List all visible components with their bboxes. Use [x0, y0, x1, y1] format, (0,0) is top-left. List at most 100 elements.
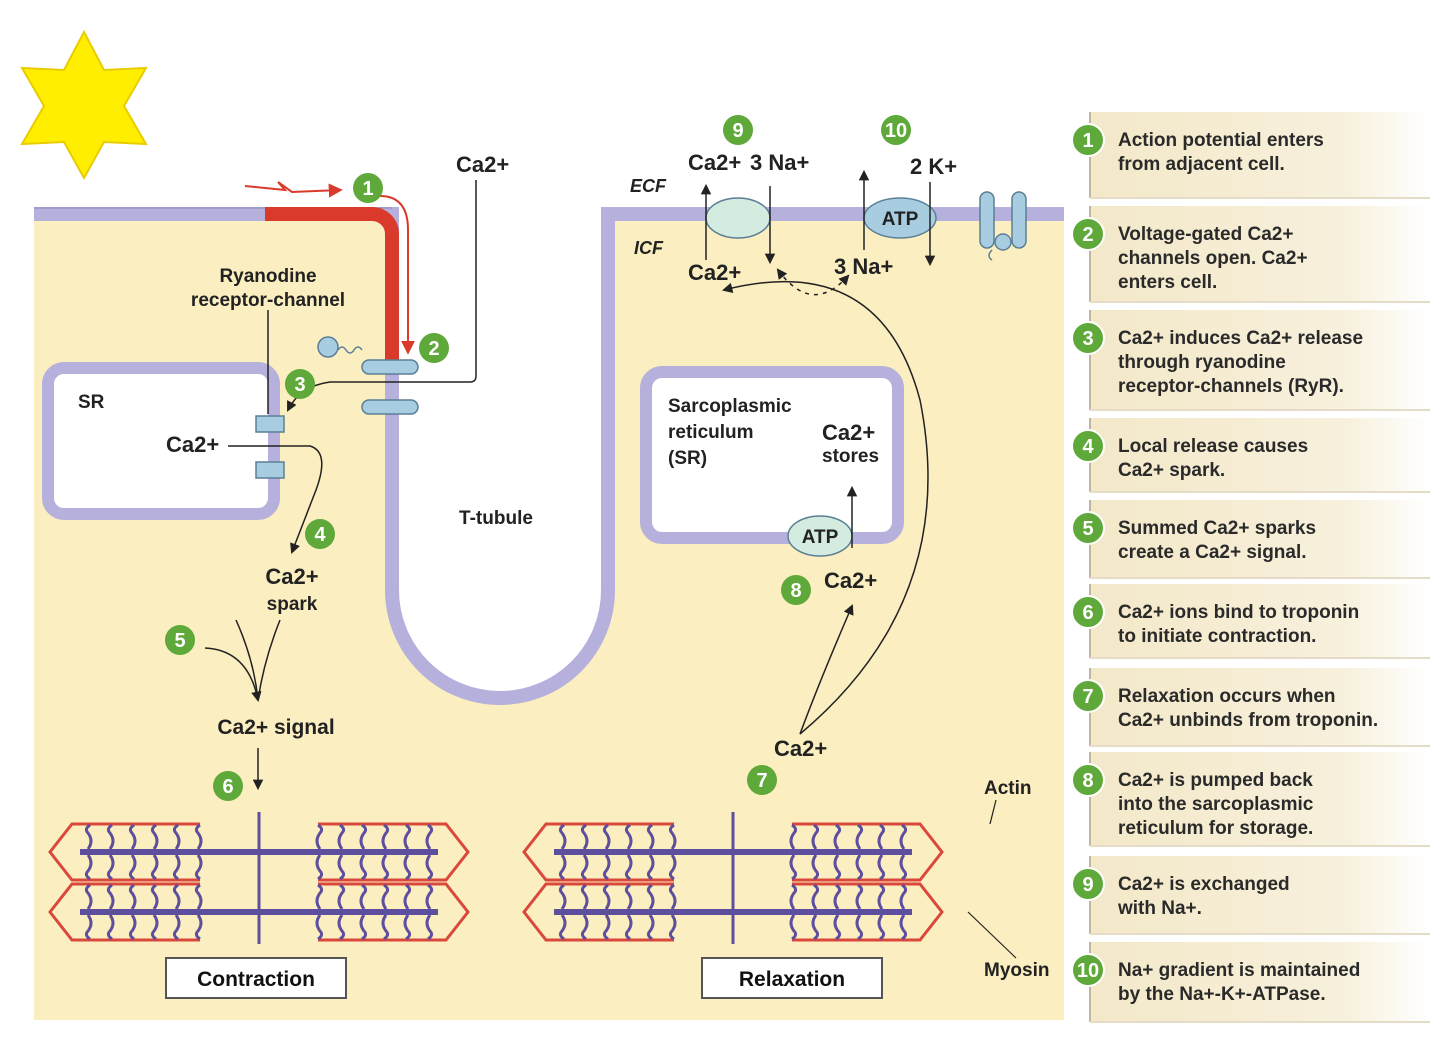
step-text-line: channels open. Ca2+: [1118, 248, 1308, 269]
sarcomere-contraction: [48, 812, 470, 944]
step-number-badge: [1071, 321, 1105, 355]
step-number: 1: [1082, 130, 1093, 152]
actin-label: Actin: [984, 778, 1032, 799]
t-tubule-lumen: [392, 214, 608, 698]
ca-stores-label-1: Ca2+: [822, 420, 875, 445]
step-item-10: 10 Na+ gradient is maintained by the Na+-K…: [1071, 942, 1430, 1023]
step-text-line: Na+ gradient is maintained: [1118, 960, 1360, 981]
diagram-step-4: 4: [305, 519, 335, 549]
diagram-step-number: 1: [362, 178, 373, 200]
na3-out-label: 3 Na+: [750, 150, 809, 175]
diagram-step-9: 9: [723, 115, 753, 145]
step-text-line: to initiate contraction.: [1118, 626, 1316, 647]
step-text-line: with Na+.: [1117, 898, 1202, 919]
starburst-icon: [20, 29, 148, 181]
actin-filament: [522, 822, 674, 882]
ca-signal-label: Ca2+ signal: [217, 716, 334, 739]
sarcomere-relaxation: [522, 812, 944, 944]
step-number-badge: [1071, 679, 1105, 713]
k2-label: 2 K+: [910, 154, 957, 179]
actin-filament: [318, 882, 470, 942]
ttubule-label: T-tubule: [459, 508, 533, 529]
step-number: 2: [1082, 224, 1093, 246]
diagram-step-1: 1: [353, 173, 383, 203]
step-text-line: Action potential enters: [1118, 130, 1324, 151]
step-text-line: Ca2+ spark.: [1118, 460, 1225, 481]
step-text-line: Ca2+ ions bind to troponin: [1118, 602, 1359, 623]
diagram-step-number: 2: [428, 338, 439, 360]
step-text-line: Voltage-gated Ca2+: [1118, 224, 1293, 245]
step-number: 9: [1082, 874, 1093, 896]
diagram-step-8: 8: [781, 575, 811, 605]
diagram-step-number: 4: [314, 524, 326, 546]
step-text-line: Summed Ca2+ sparks: [1118, 518, 1316, 539]
diagram-step-number: 5: [174, 630, 185, 652]
cell-membrane: [34, 207, 1064, 705]
diagram-step-3: 3: [285, 369, 315, 399]
diagram-step-6: 6: [213, 771, 243, 801]
step-item-1: 1 Action potential enters from adjacent ce…: [1071, 112, 1430, 199]
diagram-step-number: 6: [222, 776, 233, 798]
step-text-line: receptor-channels (RyR).: [1118, 376, 1344, 397]
step-text-line: from adjacent cell.: [1118, 154, 1285, 175]
step-number-badge: [1071, 953, 1105, 987]
sr-right-label-3: (SR): [668, 448, 707, 469]
step-number-badge: [1071, 511, 1105, 545]
sr-left-label: SR: [78, 392, 105, 413]
ca-channel-top: [361, 359, 419, 375]
relaxation-box: [701, 957, 883, 999]
ryanodine-label-2: receptor-channel: [191, 290, 345, 311]
step-text-line: through ryanodine: [1118, 352, 1286, 373]
diagram-step-7: 7: [747, 765, 777, 795]
step-item-9: 9 Ca2+ is exchanged with Na+.: [1071, 856, 1430, 935]
actin-filament: [48, 882, 200, 942]
ecf-label: ECF: [630, 176, 667, 196]
step-number: 3: [1082, 328, 1093, 350]
step-number: 5: [1082, 518, 1093, 540]
sr-right-label-2: reticulum: [668, 422, 754, 443]
atp-pump-label: ATP: [882, 209, 919, 230]
sr-right-label-1: Sarcoplasmic: [668, 396, 792, 417]
myosin-label: Myosin: [984, 960, 1049, 981]
step-number: 7: [1082, 686, 1093, 708]
step-text-line: Relaxation occurs when: [1118, 686, 1336, 707]
step-text-line: by the Na+-K+-ATPase.: [1118, 984, 1326, 1005]
contraction-label: Contraction: [197, 968, 315, 991]
ca-in-label: Ca2+: [688, 260, 741, 285]
sr-right: [640, 366, 904, 544]
step-item-2: 2 Voltage-gated Ca2+ channels open. Ca2+ en…: [1071, 206, 1430, 303]
step-number-badge: [1071, 763, 1105, 797]
actin-filament: [792, 822, 944, 882]
step-number: 4: [1082, 436, 1094, 458]
diagram-step-2: 2: [419, 333, 449, 363]
actin-filament: [522, 882, 674, 942]
na-ca-exchanger: [705, 197, 771, 239]
atp-sr-label: ATP: [802, 527, 839, 548]
step-text-line: enters cell.: [1118, 272, 1217, 293]
ca-sr-label: Ca2+: [166, 432, 219, 457]
diagram-step-number: 8: [790, 580, 801, 602]
diagram-step-number: 7: [756, 770, 767, 792]
ca-7-label: Ca2+: [774, 736, 827, 761]
step-number-badge: [1071, 429, 1105, 463]
ca-spark-label-1: Ca2+: [265, 564, 318, 589]
na3-in-label: 3 Na+: [834, 254, 893, 279]
contraction-box: [165, 957, 347, 999]
step-text-line: reticulum for storage.: [1118, 818, 1313, 839]
steps-panel: 1 Action potential enters from adjacent ce…: [1071, 112, 1430, 1023]
step-text-line: Ca2+ is pumped back: [1118, 770, 1313, 791]
step-number: 8: [1082, 770, 1093, 792]
diagram-step-5: 5: [165, 625, 195, 655]
diagram-step-10: 10: [881, 115, 911, 145]
ca-channel-bottom: [361, 399, 419, 415]
step-number: 10: [1077, 960, 1099, 982]
step-text-line: Ca2+ is exchanged: [1118, 874, 1290, 895]
actin-filament: [792, 882, 944, 942]
